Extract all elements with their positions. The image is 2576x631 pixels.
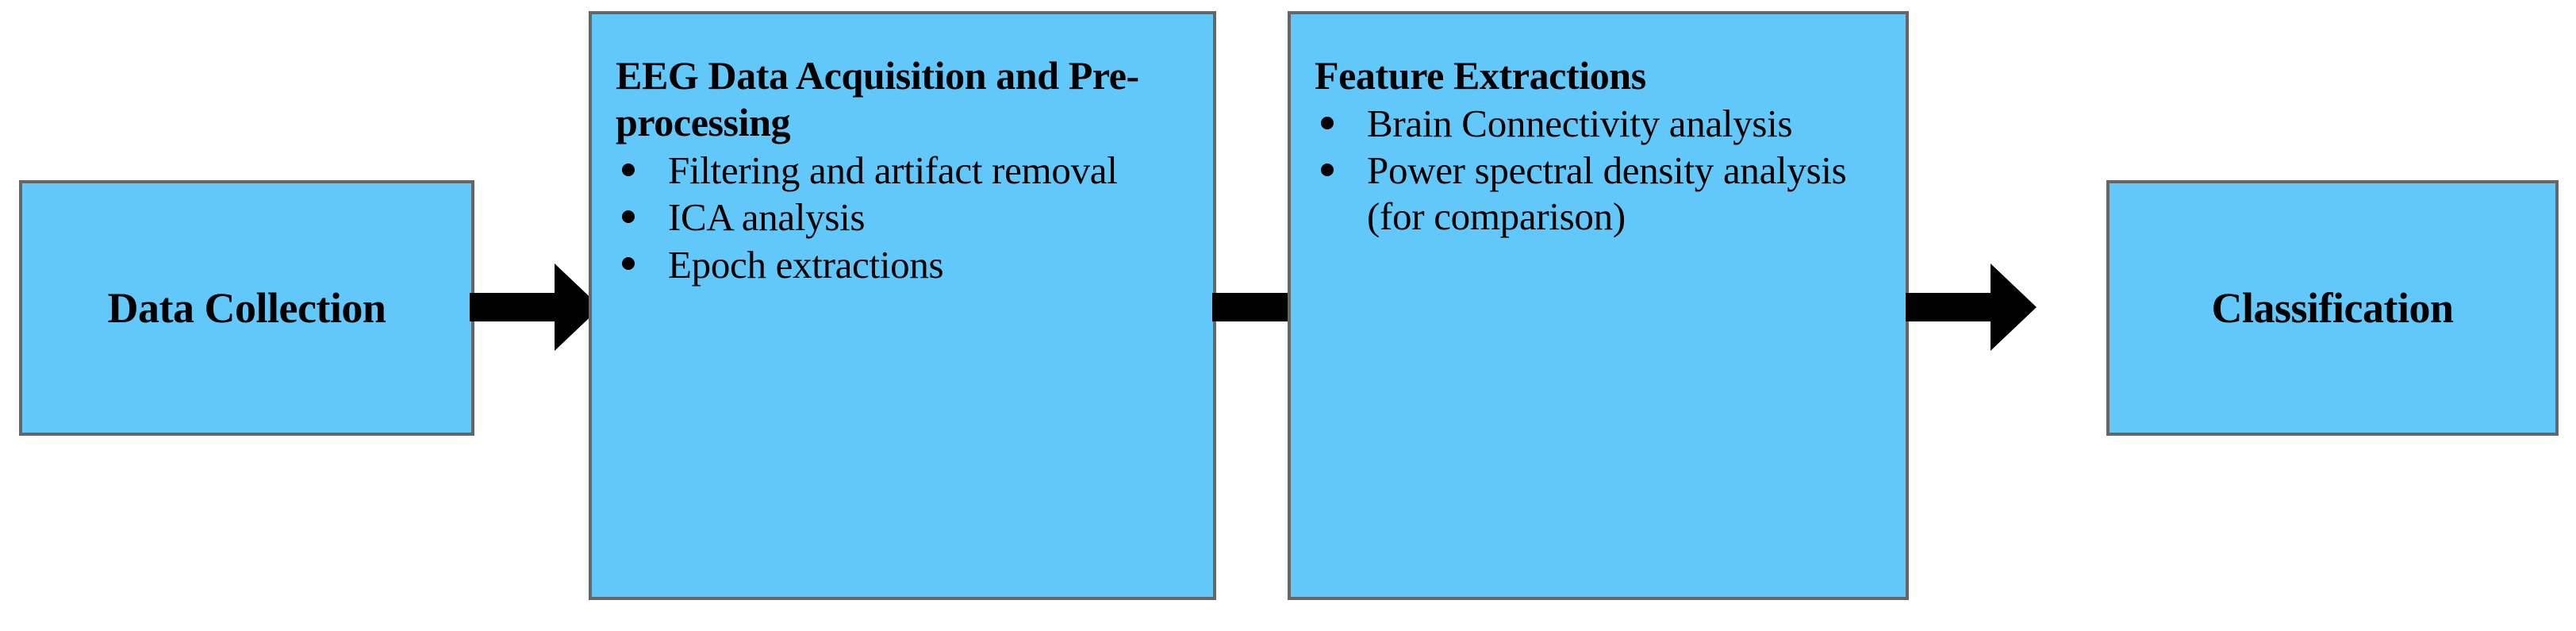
flow-stage-data-collection[interactable]: Data Collection [19,180,474,436]
flow-stage-feature-extractions[interactable]: Feature Extractions Brain Connectivity a… [1288,11,1909,600]
stage-bullets-feature-extractions: Brain Connectivity analysis Power spectr… [1315,101,1891,239]
bullet-dot-icon [622,257,635,271]
list-item: ICA analysis [616,194,1199,240]
bullet-dot-icon [1321,163,1334,176]
stage-title-eeg-acquisition: EEG Data Acquisition and Pre-processing [616,53,1139,144]
flow-stage-eeg-acquisition[interactable]: EEG Data Acquisition and Pre-processing … [589,11,1216,600]
list-item-label: Epoch extractions [668,242,944,287]
list-item-label: ICA analysis [668,195,866,240]
stage-bullets-eeg-acquisition: Filtering and artifact removal ICA analy… [616,148,1199,287]
right-arrow-icon-3 [1906,258,2037,356]
list-item: Filtering and artifact removal [616,148,1199,193]
flow-stage-classification[interactable]: Classification [2106,180,2559,436]
list-item-label: Brain Connectivity analysis [1367,102,1793,145]
list-item-label: Filtering and artifact removal [668,148,1118,192]
list-item: Brain Connectivity analysis [1315,101,1891,146]
stage-title-feature-extractions: Feature Extractions [1315,53,1646,98]
bullet-dot-icon [622,210,635,223]
list-item: Power spectral density analysis (for com… [1315,148,1891,239]
bullet-dot-icon [1321,116,1334,129]
list-item-label: Power spectral density analysis (for com… [1367,148,1847,238]
list-item: Epoch extractions [616,242,1199,287]
bullet-dot-icon [622,163,635,176]
stage-title-data-collection: Data Collection [107,283,386,332]
right-arrow-icon-1 [470,258,601,356]
stage-title-classification: Classification [2211,283,2454,332]
